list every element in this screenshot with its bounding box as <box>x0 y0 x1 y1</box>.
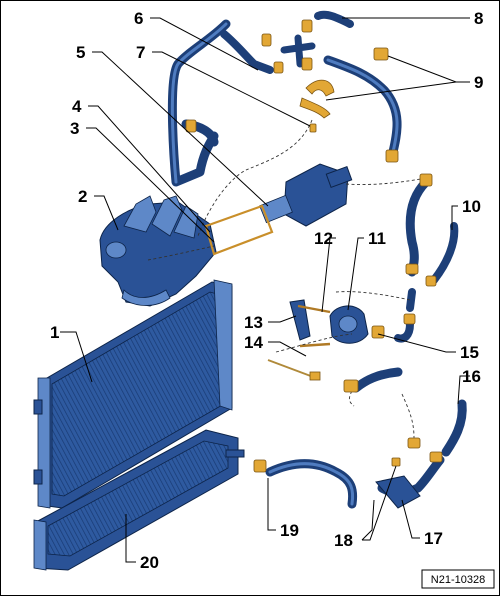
callout-7: 7 <box>136 43 145 62</box>
callout-20: 20 <box>140 553 159 572</box>
callout-2: 2 <box>78 187 87 206</box>
callout-18: 18 <box>334 531 353 550</box>
callout-9: 9 <box>474 73 483 92</box>
radiator-part <box>33 279 233 509</box>
reference-code-box: N21-10328 <box>421 569 495 589</box>
flange-gasket-part <box>204 204 274 256</box>
coolant-pump-part <box>329 305 369 344</box>
callout-13: 13 <box>244 313 263 332</box>
bracket-part <box>289 299 311 341</box>
callout-6: 6 <box>134 9 143 28</box>
reference-code: N21-10328 <box>431 574 485 586</box>
leader-lines <box>60 17 470 563</box>
callout-12: 12 <box>314 229 333 248</box>
callout-4: 4 <box>72 97 82 116</box>
callout-3: 3 <box>70 119 79 138</box>
callout-11: 11 <box>368 229 386 248</box>
hose-clamps <box>185 19 443 473</box>
callout-16: 16 <box>462 367 481 386</box>
callout-labels: 1 2 3 4 5 6 7 8 9 10 11 12 13 14 15 16 1… <box>50 9 483 572</box>
callout-5: 5 <box>76 43 85 62</box>
callout-19: 19 <box>280 521 299 540</box>
callout-17: 17 <box>424 529 443 548</box>
bolt-parts <box>297 304 331 348</box>
sensor-lead-part <box>267 359 317 379</box>
callout-8: 8 <box>474 9 483 28</box>
callout-1: 1 <box>50 323 59 342</box>
engine-head-part <box>99 195 217 307</box>
thermostat-housing-part <box>259 163 353 227</box>
auxiliary-radiator-part <box>33 429 245 571</box>
callout-10: 10 <box>462 197 481 216</box>
callout-15: 15 <box>460 343 479 362</box>
callout-14: 14 <box>244 333 263 352</box>
